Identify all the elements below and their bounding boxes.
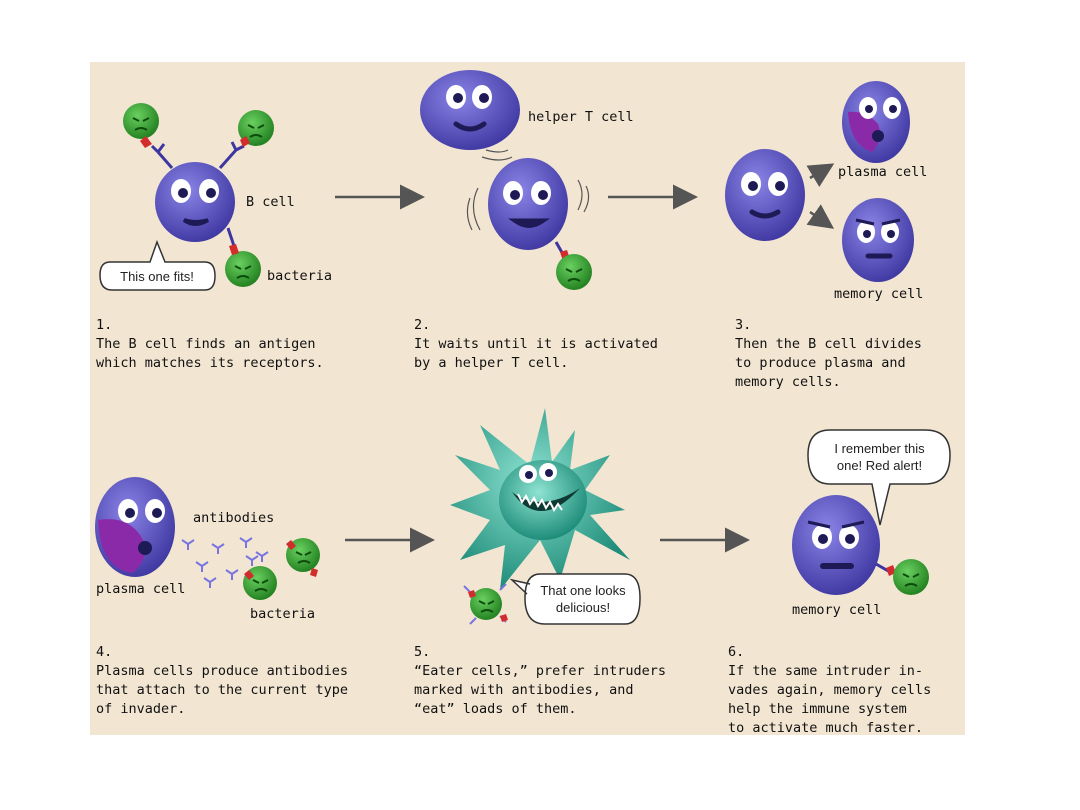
bacterium xyxy=(470,588,502,620)
label-memory-cell: memory cell xyxy=(792,602,882,618)
step-number: 4. xyxy=(96,644,113,660)
b-cell xyxy=(488,158,568,250)
memory-cell xyxy=(842,198,914,282)
b-cell xyxy=(155,162,235,242)
step4-art xyxy=(95,477,320,600)
memory-cell xyxy=(792,495,880,595)
speech-bubble-fits xyxy=(99,239,216,291)
label-helper-t-cell: helper T cell xyxy=(528,109,634,125)
step3-art xyxy=(725,81,914,282)
label-plasma-cell: plasma cell xyxy=(838,164,928,180)
label-plasma-cell: plasma cell xyxy=(96,581,186,597)
bacterium xyxy=(556,254,592,290)
step-number: 1. xyxy=(96,317,113,333)
step2-art xyxy=(420,70,592,290)
speech-bubble-delicious xyxy=(509,573,641,625)
step-number: 2. xyxy=(414,317,431,333)
antibodies xyxy=(181,537,269,588)
step1-art xyxy=(99,103,274,291)
bacterium xyxy=(238,110,274,146)
helper-t-cell xyxy=(420,70,520,150)
speech-bubble-remember xyxy=(807,429,951,526)
step-number: 5. xyxy=(414,644,431,660)
step6-art xyxy=(792,429,951,595)
step-number: 6. xyxy=(728,644,745,660)
label-memory-cell: memory cell xyxy=(834,286,924,302)
bacterium xyxy=(225,251,261,287)
speech-text-fits: This one fits! xyxy=(120,269,194,284)
label-antibodies: antibodies xyxy=(193,510,275,526)
bacterium xyxy=(123,103,159,139)
label-bacteria: bacteria xyxy=(250,606,316,622)
label-bacteria: bacteria xyxy=(267,268,333,284)
step-number: 3. xyxy=(735,317,752,333)
step-caption-6: 6. If the same intruder in-vades again, … xyxy=(728,644,932,736)
b-cell-face xyxy=(171,179,219,226)
step5-art xyxy=(450,408,641,625)
b-cell xyxy=(725,149,805,241)
label-b-cell: B cell xyxy=(246,194,295,210)
bacterium xyxy=(893,559,929,595)
